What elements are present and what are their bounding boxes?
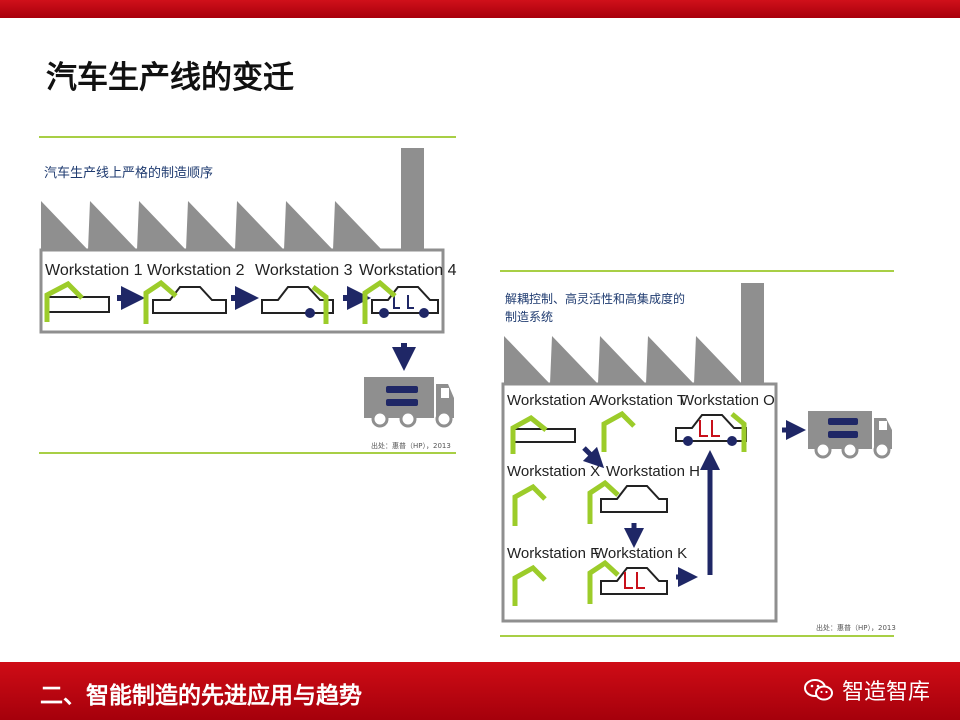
ws4-station <box>362 279 439 324</box>
wsT-label: Workstation T <box>594 392 686 409</box>
ws2-label: Workstation 2 <box>147 262 245 279</box>
right-caption-line1: 解耦控制、高灵活性和高集成度的 <box>505 291 685 306</box>
ws1-label: Workstation 1 <box>45 262 143 279</box>
wsF-robot <box>512 564 547 606</box>
slide-title: 汽车生产线的变迁 <box>46 60 294 96</box>
left-factory-roof <box>41 201 382 250</box>
footer-bar: 二、智能制造的先进应用与趋势 智造智库 <box>0 662 960 720</box>
left-diagram: 汽车生产线上严格的制造顺序 Workstation 1 Workstation … <box>39 136 457 454</box>
ws2-station <box>143 279 227 324</box>
wechat-icon <box>803 679 833 701</box>
wsK-station <box>587 559 668 604</box>
right-caption-line2: 制造系统 <box>505 310 553 324</box>
wsK-label: Workstation K <box>594 545 687 562</box>
ws3-station <box>261 285 334 324</box>
wsA-label: Workstation A <box>507 392 599 409</box>
footer-section-title: 二、智能制造的先进应用与趋势 <box>40 683 362 709</box>
right-chimney <box>741 283 764 384</box>
ws3-label: Workstation 3 <box>255 262 353 279</box>
left-truck-icon <box>364 377 454 428</box>
wsX-robot <box>512 483 547 526</box>
right-truck-icon <box>808 411 892 459</box>
wsT-robot <box>601 410 636 452</box>
ws1-station <box>44 280 110 322</box>
wsO-station <box>675 412 747 452</box>
brand-mark: 智造智库 <box>803 674 930 706</box>
wsH-label: Workstation H <box>606 463 700 480</box>
left-source: 出处：惠普（HP），2013 <box>371 441 451 450</box>
ws4-label: Workstation 4 <box>359 262 457 279</box>
brand-name: 智造智库 <box>841 680 930 705</box>
right-factory-roof <box>504 336 742 384</box>
right-diagram: 解耦控制、高灵活性和高集成度的 制造系统 Workstation A Works… <box>500 270 896 637</box>
left-chimney <box>401 148 424 250</box>
wsA-station <box>510 415 576 454</box>
wsF-label: Workstation F <box>507 545 599 562</box>
top-red-bar <box>0 0 960 18</box>
left-caption: 汽车生产线上严格的制造顺序 <box>44 165 213 181</box>
wsO-label: Workstation O <box>680 392 775 409</box>
wsH-station <box>587 479 668 524</box>
arrow-A-H <box>582 446 605 469</box>
wsX-label: Workstation X <box>507 463 600 480</box>
right-source: 出处：惠普（HP），2013 <box>816 623 896 632</box>
